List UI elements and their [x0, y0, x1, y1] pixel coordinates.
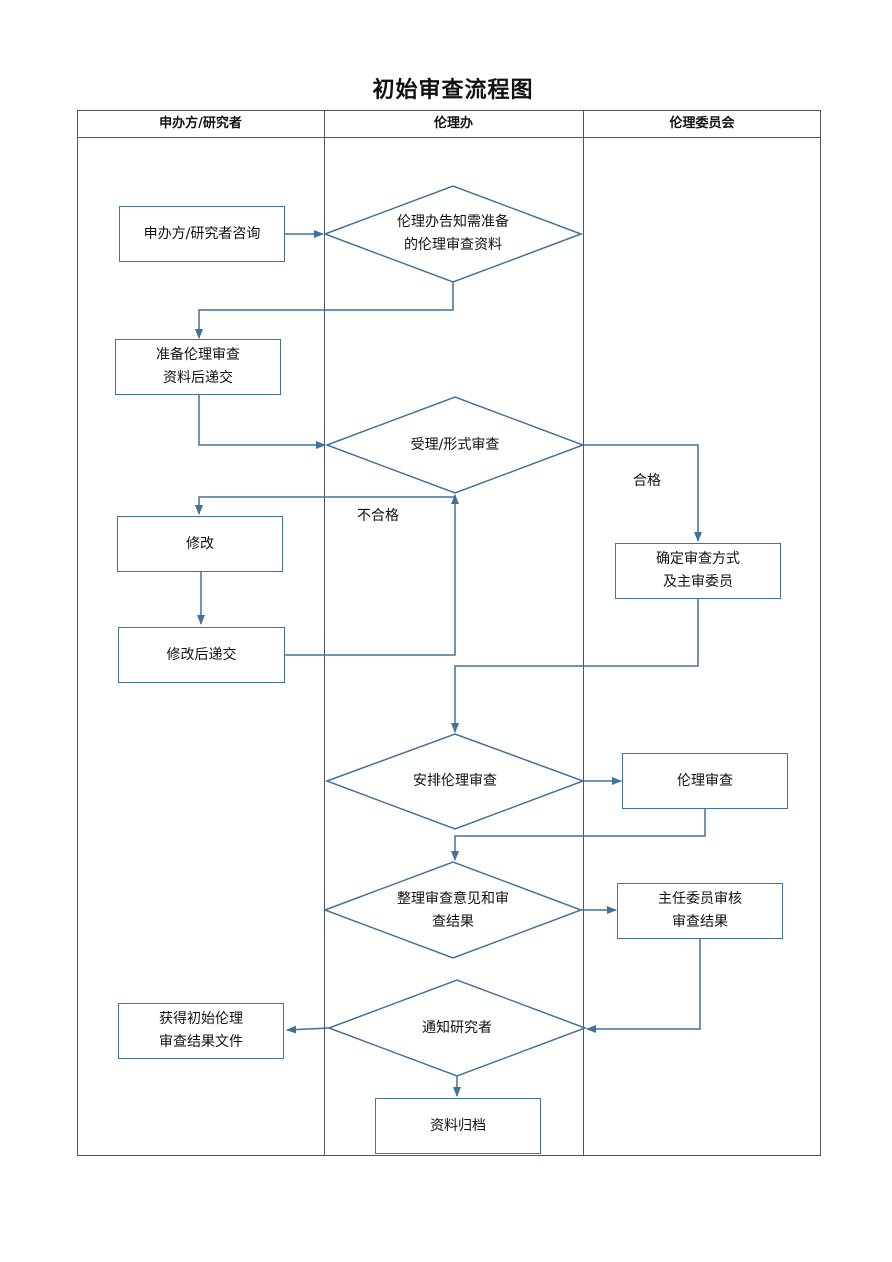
node-modify: 修改 [117, 516, 283, 572]
decision-diamond-inform [322, 185, 584, 283]
edge-chair-to-notify [586, 939, 701, 1033]
node-inform-label: 伦理办告知需准备 的伦理审查资料 [397, 214, 509, 253]
edge-resubmit-to-review [285, 494, 459, 656]
node-obtain: 获得初始伦理 审查结果文件 [118, 1003, 284, 1059]
decision-diamond-notify [326, 979, 588, 1077]
edge-review-pass-to-determine [583, 444, 702, 542]
edge-ethics-review-to-compile [451, 809, 706, 861]
lane-divider [324, 110, 325, 1156]
lane-header-sponsor: 申办方/研究者 [159, 116, 242, 131]
edge-notify-to-obtain [286, 1025, 330, 1034]
node-arrange-label: 安排伦理审查 [413, 772, 497, 789]
edge-determine-to-arrange [451, 599, 699, 733]
edge-label-fail: 不合格 [357, 508, 399, 524]
node-chair-review: 主任委员审核 审查结果 [617, 883, 783, 939]
node-compile-label: 整理审查意见和审 查结果 [397, 891, 509, 930]
node-ethics-review: 伦理审查 [622, 753, 788, 809]
swimlane-frame [77, 110, 821, 1156]
lane-divider [583, 110, 584, 1156]
edge-review-fail-to-modify [195, 496, 455, 515]
node-formal-review-label: 受理/形式审查 [410, 436, 500, 453]
node-resubmit: 修改后递交 [118, 627, 285, 683]
node-notify-label: 通知研究者 [422, 1019, 492, 1036]
page-title: 初始审查流程图 [372, 78, 534, 103]
lane-header-ethics-committee: 伦理委员会 [669, 116, 735, 131]
node-determine: 确定审查方式 及主审委员 [615, 543, 781, 599]
lane-header-row [77, 110, 821, 138]
edge-inform-to-prepare [195, 282, 454, 339]
node-archive: 资料归档 [375, 1098, 541, 1154]
edge-label-pass: 合格 [633, 473, 661, 489]
lane-header-ethics-office: 伦理办 [433, 116, 473, 131]
edge-prepare-to-review [198, 395, 326, 449]
node-consult: 申办方/研究者咨询 [119, 206, 285, 262]
node-prepare: 准备伦理审查 资料后递交 [115, 339, 281, 395]
